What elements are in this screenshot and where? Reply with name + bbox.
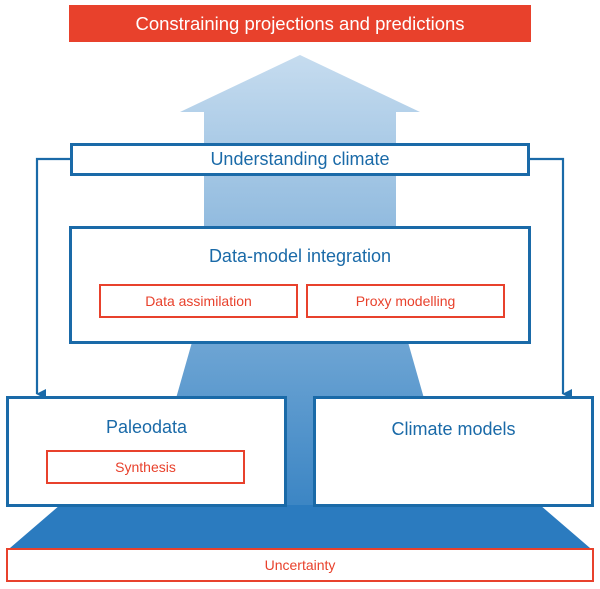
- paleodata-title: Paleodata: [105, 417, 188, 437]
- climate-models-box: Climate models: [313, 396, 594, 507]
- synthesis-box: Synthesis: [46, 450, 245, 484]
- uncertainty-bar: Uncertainty: [6, 548, 594, 582]
- left-connector-arrow: [35, 157, 71, 399]
- title-banner: Constraining projections and predictions: [69, 5, 531, 42]
- integration-title: Data-model integration: [208, 246, 392, 266]
- proxy-modelling-box: Proxy modelling: [306, 284, 505, 318]
- climate-models-title: Climate models: [391, 419, 516, 439]
- paleodata-box: Paleodata Synthesis: [6, 396, 287, 507]
- understanding-climate-box: Understanding climate: [70, 143, 530, 176]
- arrow-base-flare: [10, 505, 590, 548]
- right-connector-arrow: [529, 157, 572, 399]
- data-assimilation-box: Data assimilation: [99, 284, 298, 318]
- data-model-integration-box: Data-model integration Data assimilation…: [69, 226, 531, 344]
